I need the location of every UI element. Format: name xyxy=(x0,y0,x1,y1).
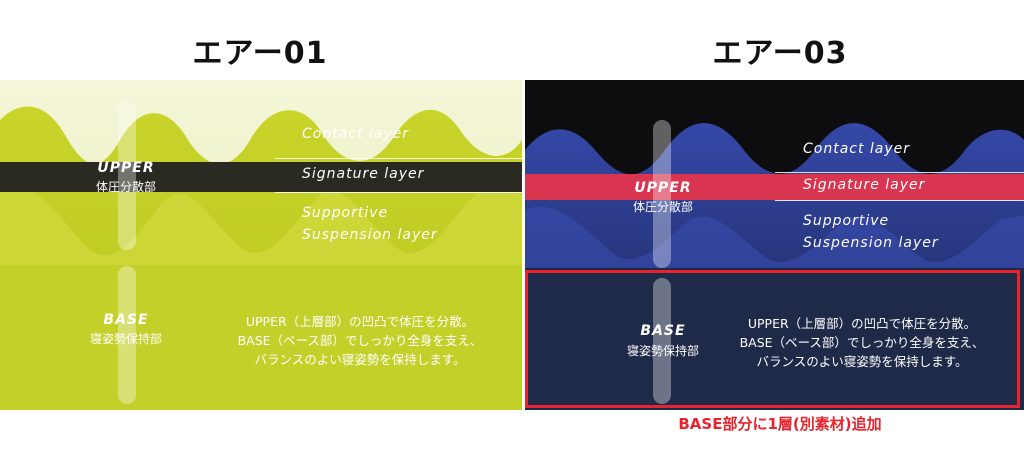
upper-jp-label: 体圧分散部 xyxy=(632,200,693,214)
description-line: UPPER（上層部）の凹凸で体圧を分散。 xyxy=(245,314,475,329)
base-jp-label: 寝姿勢保持部 xyxy=(626,344,699,358)
added-layer-note: BASE部分に1層(別素材)追加 xyxy=(678,415,882,433)
base-highlight-box xyxy=(525,270,1020,408)
rule-signature-bottom xyxy=(275,192,522,193)
base-bar xyxy=(653,278,671,404)
base-bar xyxy=(118,266,136,404)
upper-jp-label: 体圧分散部 xyxy=(95,180,156,194)
supportive-layer-label: Supportive xyxy=(803,213,890,229)
description-line: BASE（ベース部）でしっかり全身を支え、 xyxy=(739,335,985,350)
suspension-layer-label: Suspension layer xyxy=(803,235,939,251)
description-line: バランスのよい寝姿勢を保持します。 xyxy=(254,352,466,367)
description-line: BASE（ベース部）でしっかり全身を支え、 xyxy=(237,333,483,348)
air03-foam-illustration xyxy=(525,80,1024,410)
base-label: BASE xyxy=(103,312,149,328)
heading-air03: エアー03 xyxy=(712,36,848,71)
description-air03: UPPER（上層部）の凹凸で体圧を分散。 BASE（ベース部）でしっかり全身を支… xyxy=(717,314,1007,371)
suspension-layer-label: Suspension layer xyxy=(302,227,438,243)
signature-layer-label: Signature layer xyxy=(302,166,425,182)
upper-label: UPPER xyxy=(634,180,692,196)
panel-air03: Contact layer Signature layer Supportive… xyxy=(525,80,1024,410)
air01-foam-illustration xyxy=(0,80,522,410)
upper-label: UPPER xyxy=(97,160,155,176)
base-label: BASE xyxy=(640,323,686,339)
rule-contact xyxy=(775,172,1024,173)
contact-layer-label: Contact layer xyxy=(302,126,410,142)
heading-air01: エアー01 xyxy=(192,36,328,71)
contact-layer-label: Contact layer xyxy=(803,141,911,157)
supportive-layer-label: Supportive xyxy=(302,205,389,221)
panel-air01: Contact layer Signature layer Supportive… xyxy=(0,80,522,410)
description-line: UPPER（上層部）の凹凸で体圧を分散。 xyxy=(747,316,977,331)
description-air01: UPPER（上層部）の凹凸で体圧を分散。 BASE（ベース部）でしっかり全身を支… xyxy=(215,312,505,369)
upper-bar xyxy=(653,120,671,268)
upper-bar xyxy=(118,102,136,250)
base-jp-label: 寝姿勢保持部 xyxy=(89,332,162,346)
description-line: バランスのよい寝姿勢を保持します。 xyxy=(756,354,968,369)
rule-contact xyxy=(275,158,522,159)
rule-signature-bottom xyxy=(775,200,1024,201)
signature-layer-label: Signature layer xyxy=(803,177,926,193)
